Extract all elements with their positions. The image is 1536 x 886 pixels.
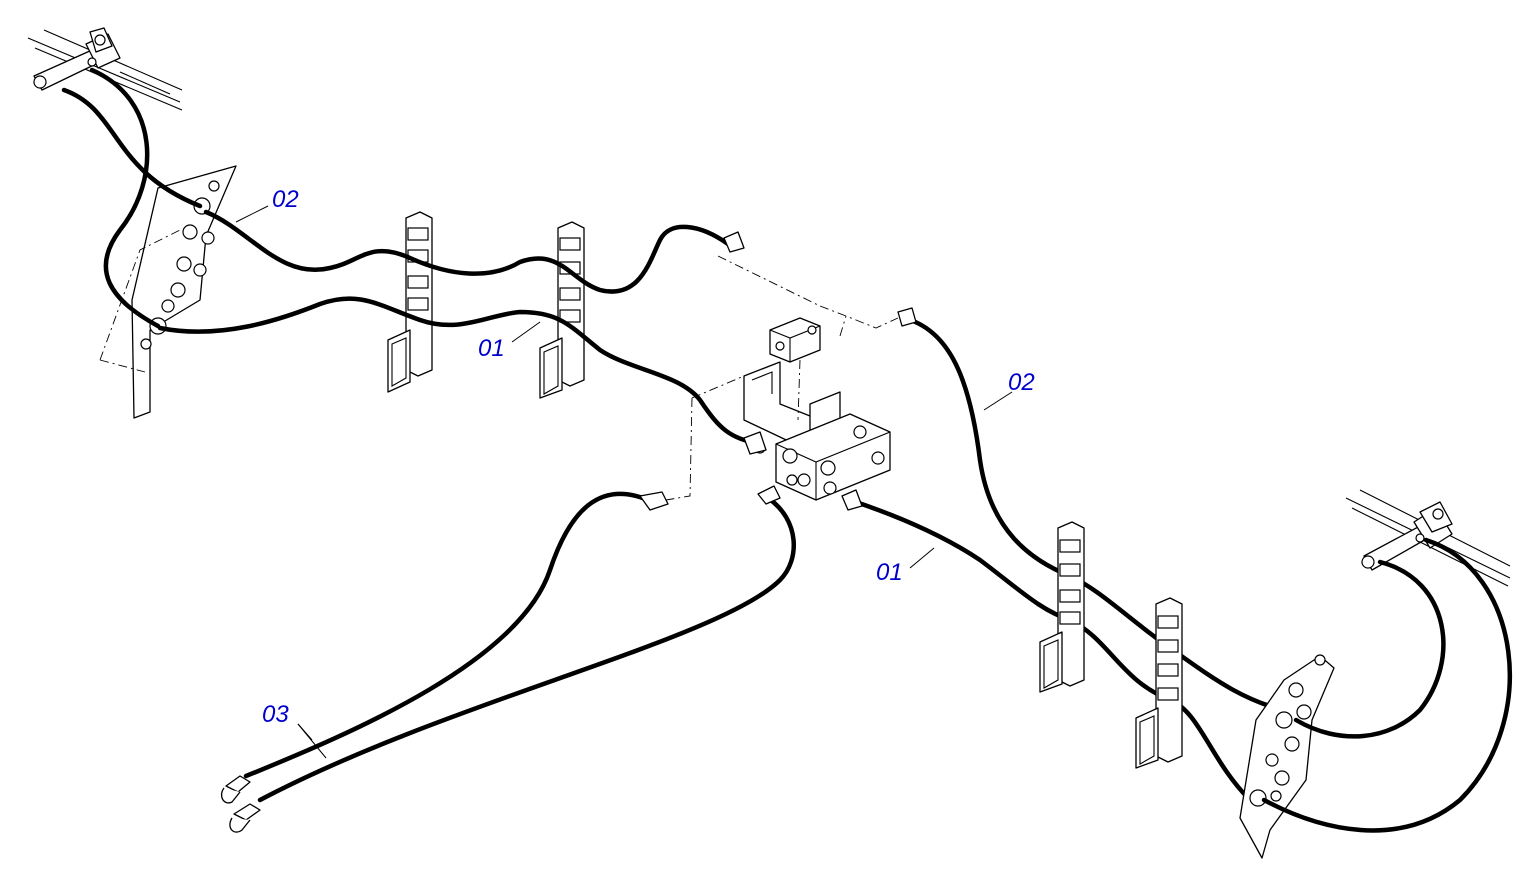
hose-clamp-bracket-3 — [1039, 521, 1085, 693]
manifold-dash-lines — [665, 255, 899, 501]
hose-01-top-left — [157, 296, 763, 447]
callout-02-top-left: 02 — [272, 186, 299, 213]
manifold-block — [754, 413, 891, 501]
hose-03-pair — [243, 491, 796, 803]
hose-clamp-bracket-1 — [387, 211, 433, 393]
callout-01-bottom: 01 — [876, 559, 903, 586]
top-valve-block — [769, 317, 821, 363]
callout-02-right: 02 — [1008, 369, 1035, 396]
hose-end-fittings — [723, 231, 917, 511]
callout-03-bottom-left: 03 — [262, 701, 289, 728]
callout-01-top-left: 01 — [478, 335, 505, 362]
hose-02-right — [901, 315, 1293, 715]
right-cylinder — [1361, 501, 1453, 571]
top-left-cylinder — [33, 27, 121, 91]
callout-leaders — [235, 205, 1013, 759]
right-cylinder-hoses — [1261, 537, 1512, 833]
right-plate-fittings — [1249, 654, 1326, 807]
hose-03-end-fittings — [220, 485, 781, 833]
top-left-mounting-plate — [99, 165, 237, 419]
callout-labels: 02 01 02 01 03 — [262, 186, 1035, 728]
right-mounting-plate — [1239, 654, 1335, 859]
hose-clamp-bracket-4 — [1135, 597, 1183, 769]
hose-02-top-left — [61, 67, 731, 329]
hose-clamp-bracket-2 — [539, 221, 585, 399]
